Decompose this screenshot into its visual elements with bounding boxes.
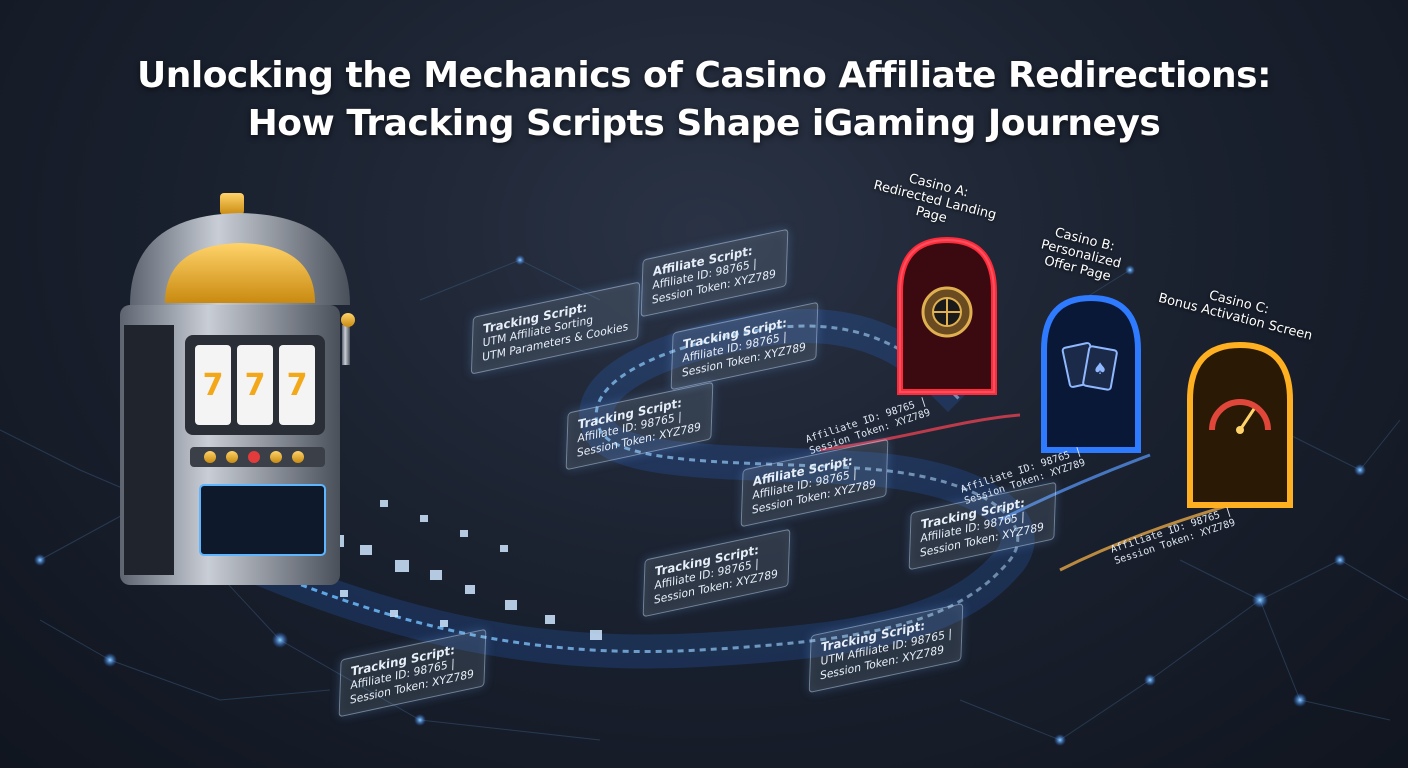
slot-machine-icon: 7 7 7 [120,193,355,585]
title-line-1: Unlocking the Mechanics of Casino Affili… [137,55,1272,96]
redirect-route [233,309,1231,669]
svg-text:7: 7 [287,368,308,403]
svg-text:7: 7 [203,368,224,403]
playing-cards-icon: ♠ [1061,342,1118,391]
svg-text:7: 7 [245,368,266,403]
casino-c-portal [1187,341,1293,508]
casino-b-portal: ♠ [1041,294,1141,453]
page-title: Unlocking the Mechanics of Casino Affili… [0,52,1408,148]
title-line-2: How Tracking Scripts Shape iGaming Journ… [247,103,1161,144]
svg-text:♠: ♠ [1093,359,1107,378]
bonus-gauge-icon [1209,399,1271,434]
roulette-icon [921,286,973,338]
casino-a-portal [897,236,997,395]
